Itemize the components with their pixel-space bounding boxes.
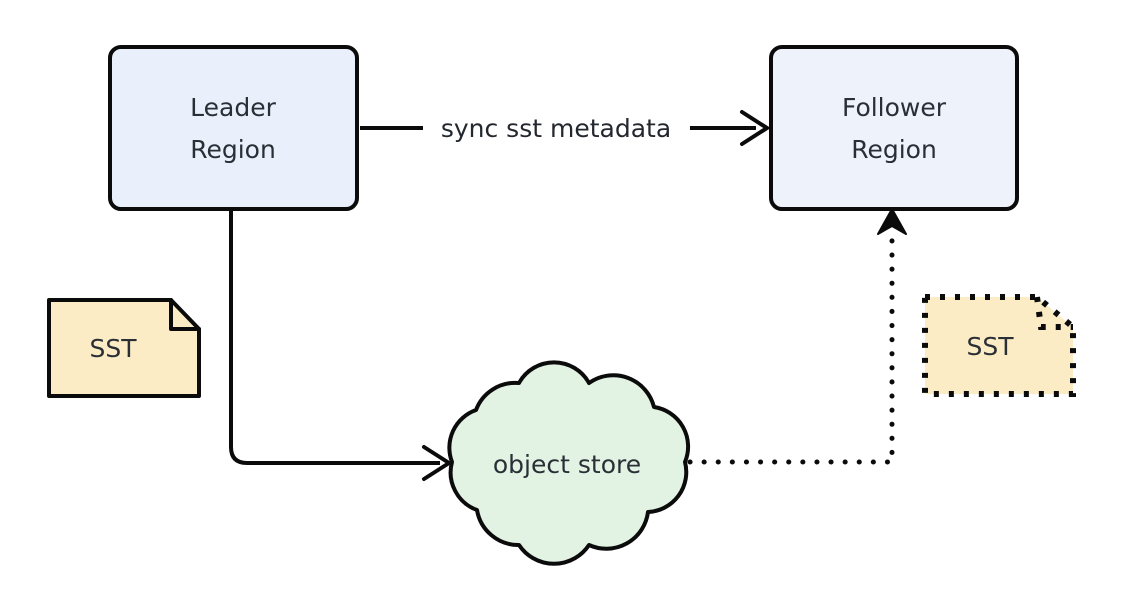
edge-upload-sst-line: [229, 209, 440, 465]
object-store-cloud-shape[interactable]: [447, 360, 691, 566]
node-leader-region[interactable]: Leader Region: [108, 45, 359, 211]
edge-upload-sst: [229, 209, 453, 481]
edge-sync-metadata-arrowhead: [740, 110, 771, 146]
node-object-store[interactable]: object store: [447, 360, 691, 566]
edge-fetch-sst: [687, 208, 907, 465]
follower-region-label-line2: Region: [851, 135, 937, 164]
edge-fetch-sst-arrowhead: [877, 208, 907, 235]
follower-region-box[interactable]: [769, 45, 1019, 211]
sst-follower-document-fill[interactable]: [925, 297, 1073, 394]
leader-region-label-line2: Region: [190, 135, 276, 164]
node-sst-leader[interactable]: SST: [47, 298, 201, 398]
edge-upload-sst-arrowhead: [422, 445, 453, 481]
sst-leader-fold-corner: [169, 298, 201, 331]
sst-leader-document-shape[interactable]: [47, 298, 201, 398]
node-sst-follower[interactable]: SST: [922, 294, 1076, 397]
edge-fetch-sst-line: [687, 225, 895, 465]
edge-sync-metadata: sync sst metadata: [360, 110, 771, 146]
edge-sync-metadata-label: sync sst metadata: [441, 114, 671, 143]
node-follower-region[interactable]: Follower Region: [769, 45, 1019, 211]
leader-region-box[interactable]: [108, 45, 359, 211]
sst-follower-document-outline: [922, 294, 1076, 397]
leader-region-label-line1: Leader: [190, 93, 276, 122]
sst-leader-label: SST: [89, 334, 137, 363]
sst-follower-label: SST: [966, 332, 1014, 361]
object-store-label: object store: [493, 450, 641, 479]
follower-region-label-line1: Follower: [842, 93, 947, 122]
sst-follower-fold-corner: [1034, 296, 1073, 330]
